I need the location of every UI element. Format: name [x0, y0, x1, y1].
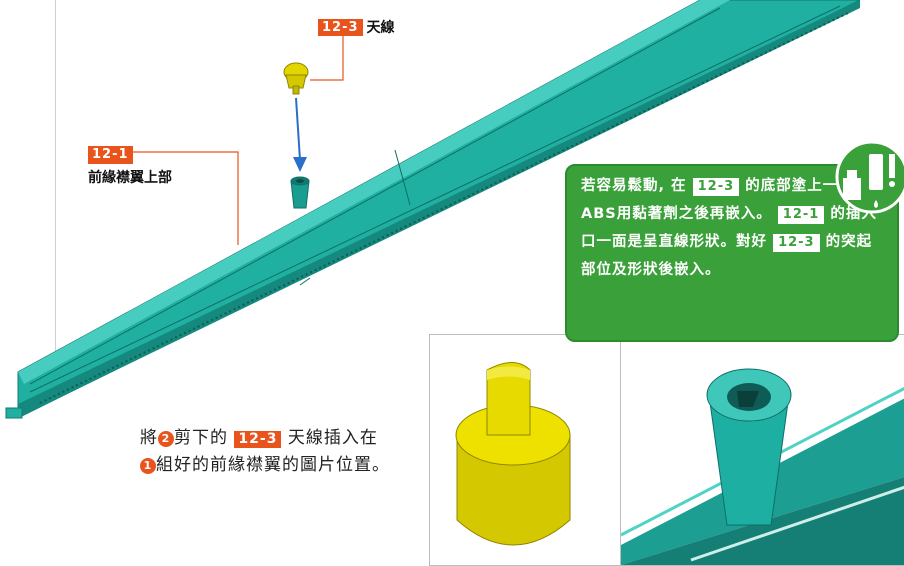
front-code-badge: 12-1 — [88, 146, 133, 164]
instruction-part: 天線插入在 — [287, 428, 378, 448]
instruction-part: 將 — [140, 428, 158, 448]
socket-detail-panel — [620, 334, 904, 566]
instruction-part: 剪下的 — [174, 428, 228, 448]
glue-bottle-icon — [835, 140, 904, 214]
socket-closeup — [621, 368, 904, 565]
tip-code-badge: 12-3 — [692, 178, 740, 196]
tip-text-part: 的底部塗上一點ABS用黏著劑之後再嵌入。 — [581, 178, 854, 222]
antenna-code-badge: 12-3 — [318, 18, 363, 36]
instruction-part: 組好的前緣襟翼的圖片位置。 — [156, 455, 390, 475]
front-name: 前緣襟翼上部 — [88, 170, 172, 186]
step-1-marker: 1 — [140, 458, 156, 474]
tip-text-part: 的突起部位及形狀後嵌入。 — [581, 234, 873, 278]
antenna-name: 天線 — [366, 20, 395, 36]
tip-code-badge: 12-3 — [773, 234, 820, 252]
antenna-detail-panel — [429, 334, 622, 566]
tip-code-badge: 12-1 — [777, 206, 825, 224]
instruction-code-badge: 12-3 — [234, 431, 282, 448]
frame-line-top-left — [55, 0, 56, 380]
step-2-marker: 2 — [158, 431, 174, 447]
front-flap-label: 12-1 前緣襟翼上部 — [88, 143, 172, 187]
antenna-closeup — [455, 362, 571, 546]
antenna-label: 12-3 天線 — [318, 17, 395, 37]
tip-text-part: 若容易鬆動, 在 — [581, 178, 687, 194]
